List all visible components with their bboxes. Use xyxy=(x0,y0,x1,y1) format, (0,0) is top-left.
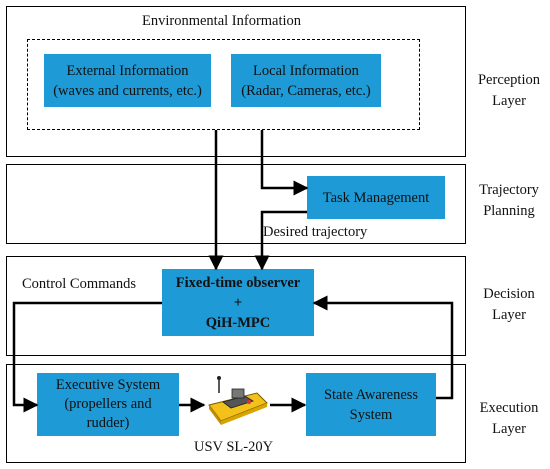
executive-system-box: Executive System (propellers and rudder) xyxy=(37,373,179,436)
fixed-time-observer-label: Fixed-time observer xyxy=(175,274,301,291)
usv-boat-icon xyxy=(208,376,268,425)
trajectory-layer-label-line1: Trajectory xyxy=(479,182,539,198)
executive-system-label: Executive System xyxy=(55,377,161,393)
trajectory-layer-label: Trajectory Planning xyxy=(468,180,550,222)
control-commands-label: Control Commands xyxy=(22,276,136,292)
execution-layer-label: Execution Layer xyxy=(468,398,550,440)
decision-layer-label-line2: Layer xyxy=(492,307,526,323)
qih-mpc-label: QiH-MPC xyxy=(205,314,271,331)
external-information-box: External Information (waves and currents… xyxy=(44,54,211,107)
desired-trajectory-label: Desired trajectory xyxy=(263,224,368,240)
arrow-task-to-controller xyxy=(254,210,307,271)
external-information-detail: (waves and currents, etc.) xyxy=(53,82,202,99)
perception-layer-label: Perception Layer xyxy=(468,70,550,112)
perception-layer-label-line2: Layer xyxy=(492,93,526,109)
arrow-perception-to-task xyxy=(260,130,309,196)
state-awareness-box: State Awareness System xyxy=(306,373,436,436)
trajectory-layer-label-line2: Planning xyxy=(483,203,535,219)
arrow-controller-to-executive xyxy=(12,301,162,413)
environmental-information-title: Environmental Information xyxy=(142,13,302,29)
executive-system-detail-1: (propellers and xyxy=(64,396,152,412)
decision-layer-label: Decision Layer xyxy=(468,284,550,326)
external-information-label: External Information xyxy=(66,62,189,79)
local-information-detail: (Radar, Cameras, etc.) xyxy=(241,82,371,99)
executive-system-detail-2: rudder) xyxy=(86,415,130,431)
decision-layer-label-line1: Decision xyxy=(483,286,535,302)
execution-layer-label-line2: Layer xyxy=(492,421,526,437)
environmental-information-group xyxy=(27,39,420,130)
usv-name-label: USV SL-20Y xyxy=(194,439,274,455)
local-information-label: Local Information xyxy=(253,62,359,79)
arrow-state-to-controller xyxy=(312,295,454,400)
state-awareness-detail: System xyxy=(349,406,393,423)
task-management-box: Task Management xyxy=(307,176,445,219)
execution-layer-label-line1: Execution xyxy=(479,400,539,416)
local-information-box: Local Information (Radar, Cameras, etc.) xyxy=(231,54,381,107)
plus-label: + xyxy=(233,294,243,311)
controller-box: Fixed-time observer + QiH-MPC xyxy=(162,269,314,336)
state-awareness-label: State Awareness xyxy=(323,386,419,403)
task-management-label: Task Management xyxy=(322,189,430,206)
perception-layer-label-line1: Perception xyxy=(477,72,540,88)
